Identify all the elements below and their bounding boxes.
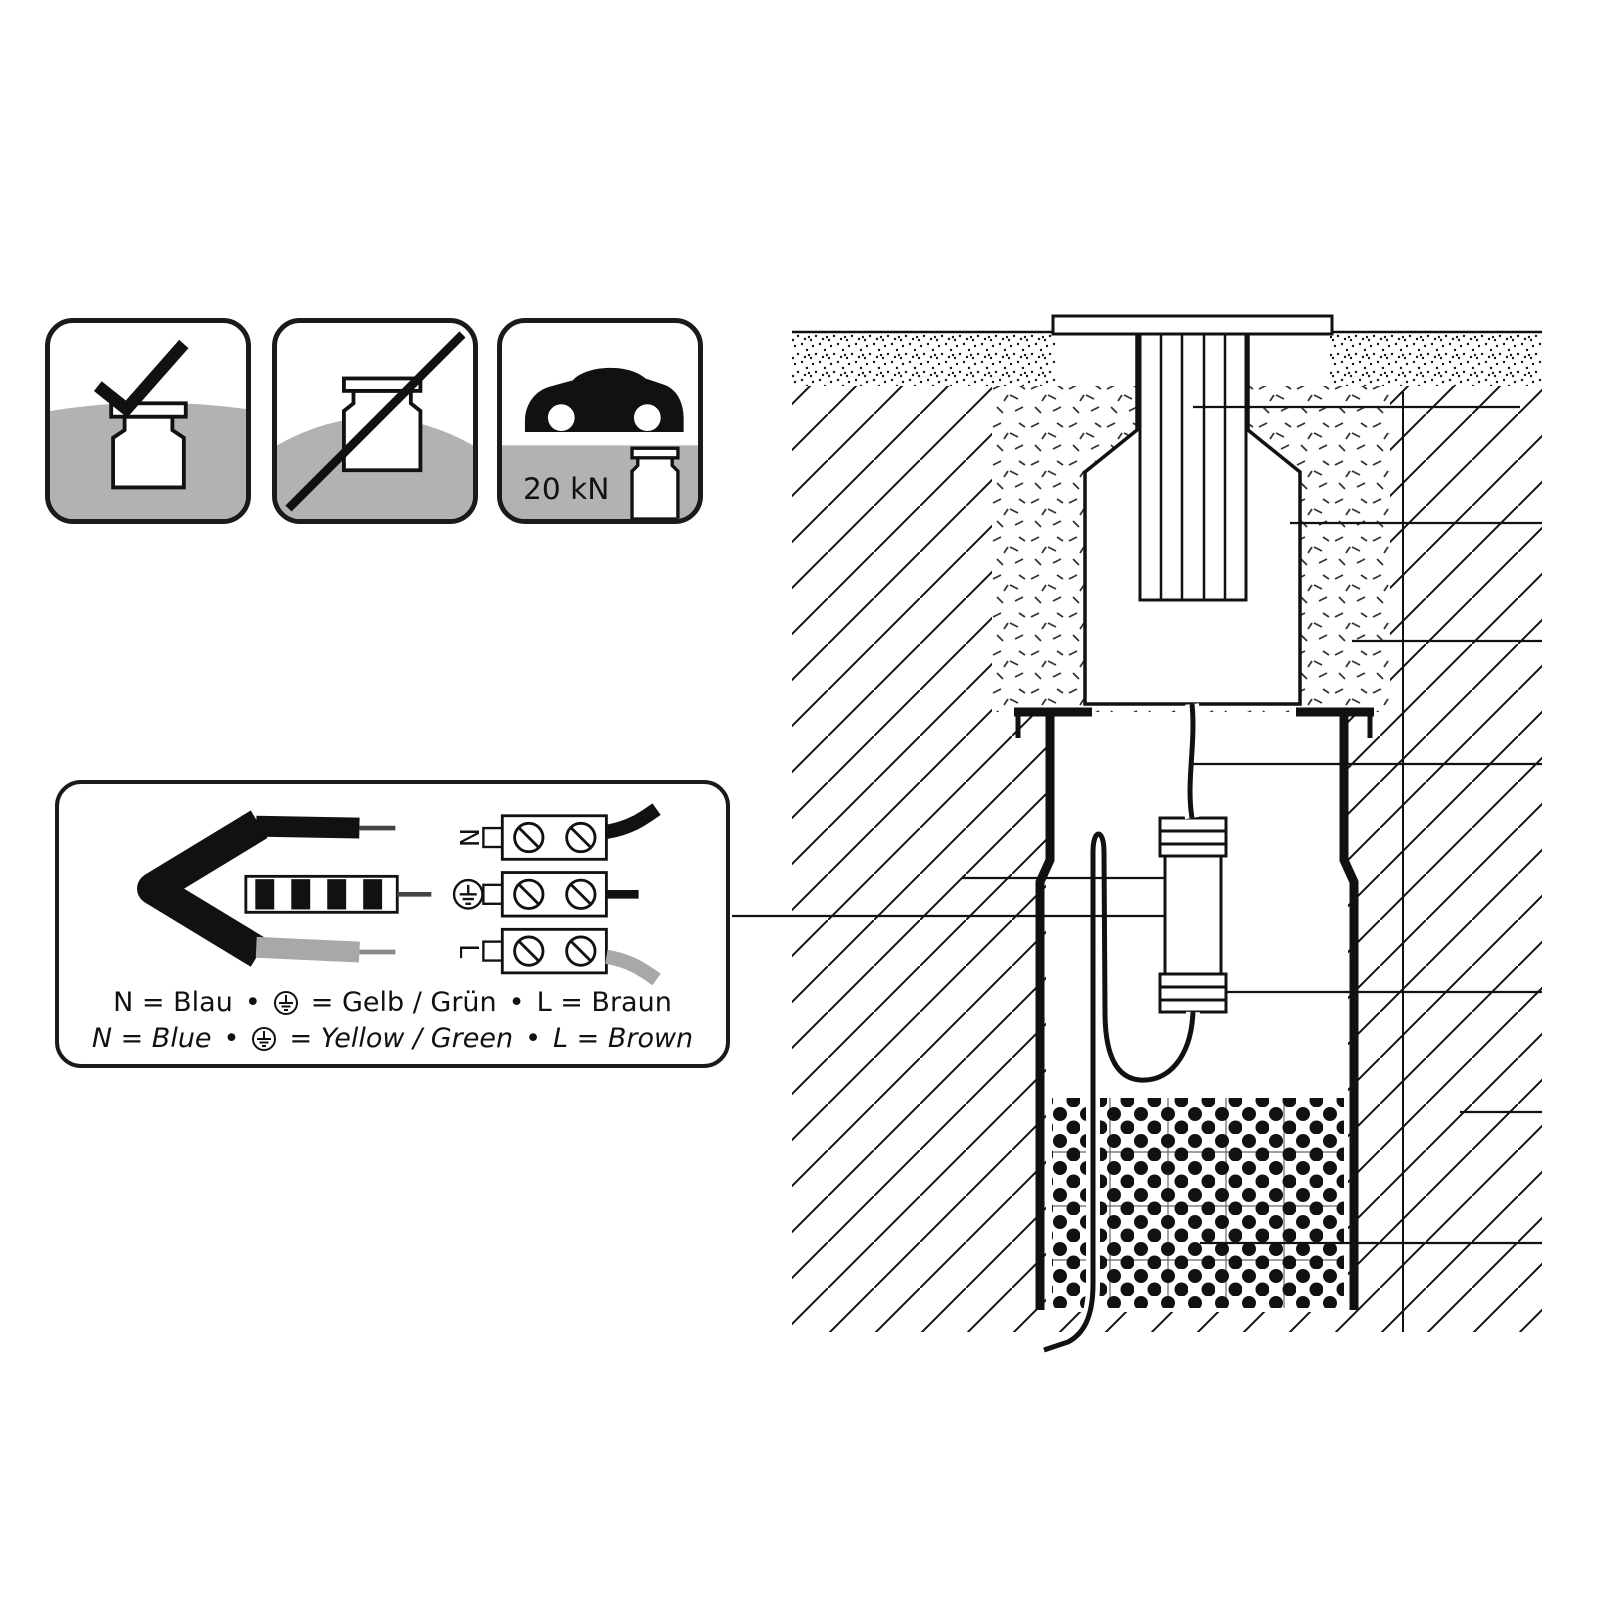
cable-sheath-icon [137,810,268,967]
ground-surface-band [792,330,1542,386]
terminal-label-l: L [453,944,483,959]
fixture-body-icon [630,456,680,519]
conductor-neutral [256,815,396,839]
conductor-line [255,936,396,963]
earth-symbol-icon [452,878,484,910]
fixture-body-icon [111,414,186,490]
fixture-plate-icon [342,376,423,393]
flush-installation-icon [50,339,246,519]
prohibition-slash-icon [285,331,466,512]
installation-tube [1014,707,1374,1310]
drive-over-icon: 20 kN [502,367,698,519]
outgoing-wires [605,803,661,986]
supply-cable [1041,703,1200,1357]
leader-lines [732,405,1542,1245]
legend-line-en: N = Blue • = Yellow / Green • L = Brown [59,1023,726,1054]
terminal-screws [513,821,597,967]
legend-en-l: L = Brown [553,1023,694,1054]
earth-symbol-icon [273,990,298,1015]
legend-de-pe: = Gelb / Grün [310,987,497,1018]
wiring-diagram-box: N L [55,780,730,1068]
legend-line-de: N = Blau • = Gelb / Grün • L = Braun [59,987,726,1018]
gravel-drainage-bed [1052,1098,1344,1308]
luminaire-lamella-lines [1159,334,1227,600]
pictogram-drive-over-rating: 20 kN [497,318,703,524]
legend-bullet: • [508,987,525,1018]
legend-en-n: N = Blue [91,1023,212,1054]
tube-wall-left [1035,714,1055,1310]
luminaire-insert [1138,332,1248,602]
legend-bullet: • [223,1023,240,1054]
legend-de-n: N = Blau [113,987,233,1018]
wiring-graphic: N L [137,803,661,986]
legend-bullet: • [525,1023,541,1054]
recessed-luminaire [1051,314,1334,706]
fixture-plate-icon [630,446,680,460]
checkmark-icon [93,339,189,418]
fixture-body-icon [342,388,423,473]
pictogram-correct-installation [45,318,251,524]
cable-connector [1158,816,1228,1014]
legend-en-pe: = Yellow / Green [289,1023,514,1054]
terminal-label-n: N [453,828,483,847]
luminaire-cover-plate [1051,314,1334,336]
pictogram-wrong-installation [272,318,478,524]
raised-installation-icon [277,331,473,519]
tube-wall-right [1339,714,1359,1310]
terminal-clamps [482,826,504,962]
load-rating-text: 20 kN [523,471,609,506]
earth-symbol-icon [252,1026,277,1051]
terminal-blocks [500,814,608,975]
car-wheel-icon [633,404,661,432]
car-icon [524,367,684,432]
legend-de-l: L = Braun [536,987,672,1018]
legend-bullet: • [244,987,261,1018]
car-wheel-icon [547,404,575,432]
conductor-earth-striped [244,874,432,914]
